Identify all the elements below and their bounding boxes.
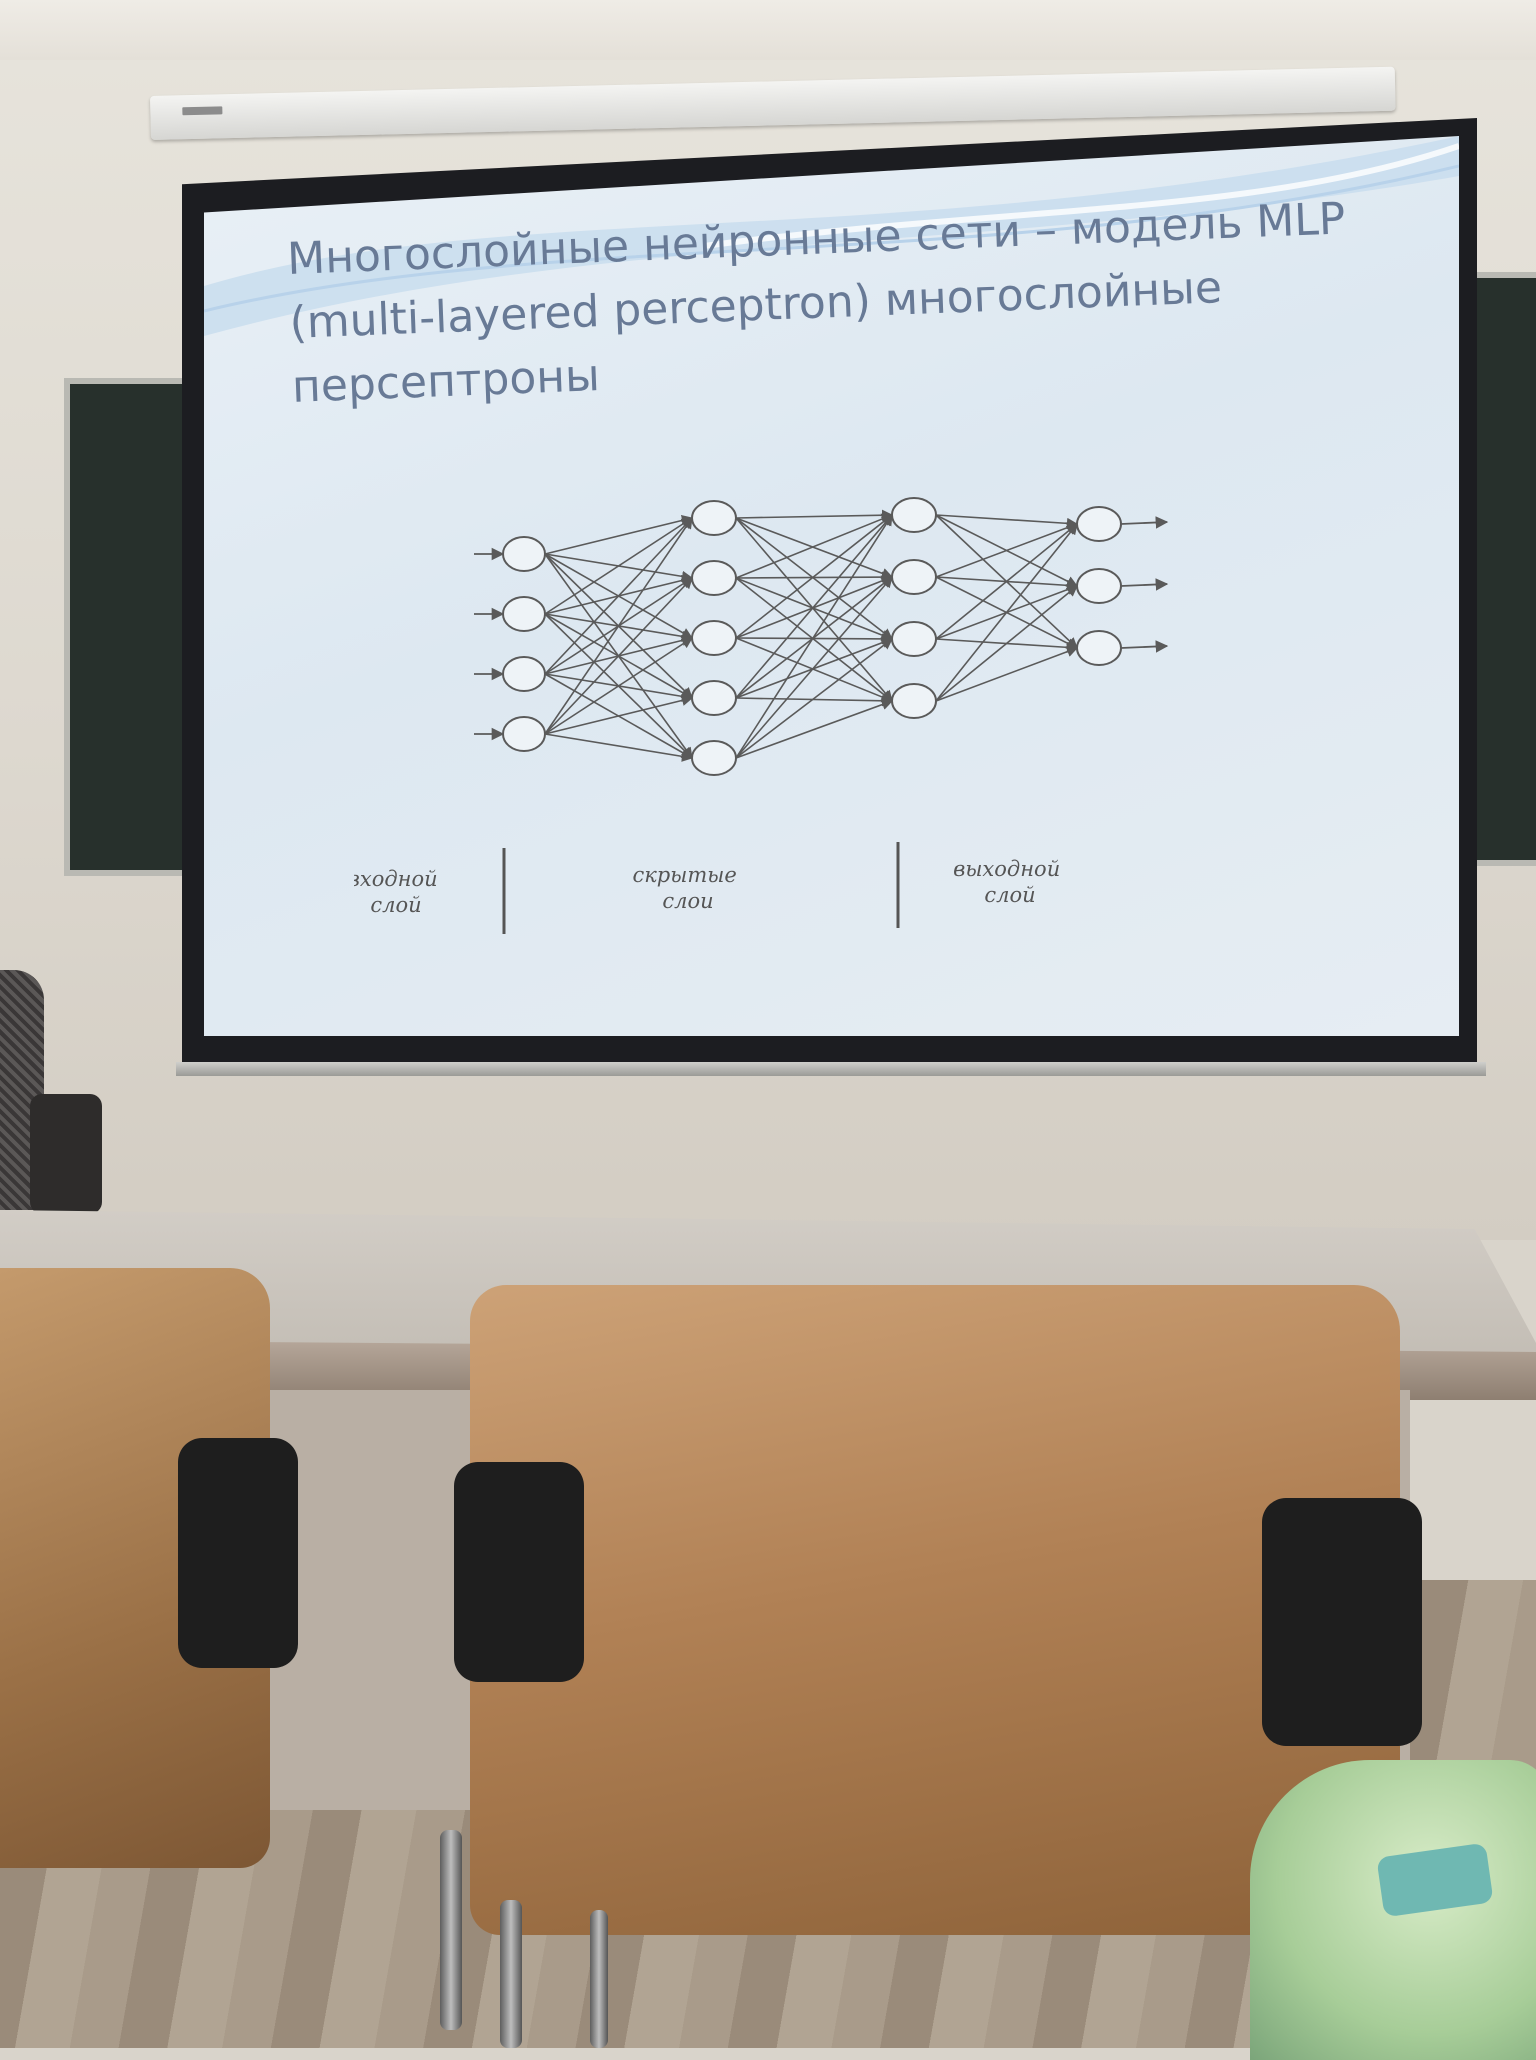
connection-edge <box>735 517 893 702</box>
ceiling <box>0 0 1536 60</box>
connection-edge <box>735 577 893 702</box>
neuron-node <box>1076 630 1122 666</box>
output-layer-label: выходной слой <box>953 857 1067 907</box>
chair-leg <box>440 1830 462 2030</box>
input-layer-label: входной слой <box>354 867 444 917</box>
connection-edge <box>735 514 893 639</box>
neuron-node <box>691 500 737 536</box>
connection-edge <box>735 577 894 641</box>
connection-edge <box>735 699 894 759</box>
neuron-node <box>1076 506 1122 542</box>
neuron-node <box>1076 568 1122 604</box>
neuron-node <box>691 680 737 716</box>
neuron-node <box>502 716 546 752</box>
neuron-node <box>502 656 546 692</box>
connection-edge <box>735 576 893 759</box>
neuron-node <box>891 497 937 533</box>
connection-edge <box>544 733 694 762</box>
connection-edge <box>735 514 893 699</box>
connection-edge <box>735 637 894 703</box>
neuron-node <box>502 596 546 632</box>
chair-clip <box>1262 1498 1422 1746</box>
connection-edge <box>544 517 693 615</box>
chair-clip <box>454 1462 584 1682</box>
connection-edge <box>935 523 1078 702</box>
mlp-network-diagram: входной слой скрытые слои выходной слой <box>354 497 1169 934</box>
screen-bottom-bar <box>176 1062 1486 1076</box>
neuron-node <box>891 559 937 595</box>
hidden-layers-label: скрытые слои <box>633 863 744 913</box>
chair-leg <box>500 1900 522 2048</box>
slide-swoosh-decoration <box>204 136 1459 336</box>
connection-edge <box>735 509 894 521</box>
connection-edge <box>544 577 693 735</box>
blackboard-right <box>1468 272 1536 866</box>
connection-edge <box>935 522 1079 578</box>
connection-edge <box>544 517 693 675</box>
connection-edge <box>935 514 1079 529</box>
connection-edge <box>935 646 1079 702</box>
chair-back-right <box>470 1285 1400 1935</box>
connection-edge <box>935 585 1078 702</box>
neuron-node <box>891 683 937 719</box>
connection-edge <box>935 523 1078 640</box>
projection-screen: Многослойные нейронные сети – модель MLP… <box>204 136 1459 1036</box>
distant-chair <box>30 1094 102 1214</box>
brand-tag <box>182 106 223 116</box>
neuron-node <box>691 740 737 776</box>
output-arrow <box>1120 578 1169 591</box>
connection-edge <box>735 517 894 579</box>
neuron-node <box>502 536 546 572</box>
connection-edge <box>735 513 894 579</box>
connection-edge <box>735 638 893 759</box>
connection-edge <box>544 637 693 735</box>
connection-edge <box>735 517 893 640</box>
connection-edge <box>544 514 694 555</box>
connection-edge <box>544 694 694 735</box>
chair-leg <box>590 1910 608 2048</box>
connection-edge <box>735 514 893 759</box>
neuron-node <box>891 621 937 657</box>
chair-clip <box>178 1438 298 1668</box>
output-arrow <box>1120 516 1169 529</box>
neuron-node <box>691 560 737 596</box>
neuron-node <box>691 620 737 656</box>
output-arrow <box>1120 640 1169 653</box>
connection-edge <box>544 517 693 735</box>
